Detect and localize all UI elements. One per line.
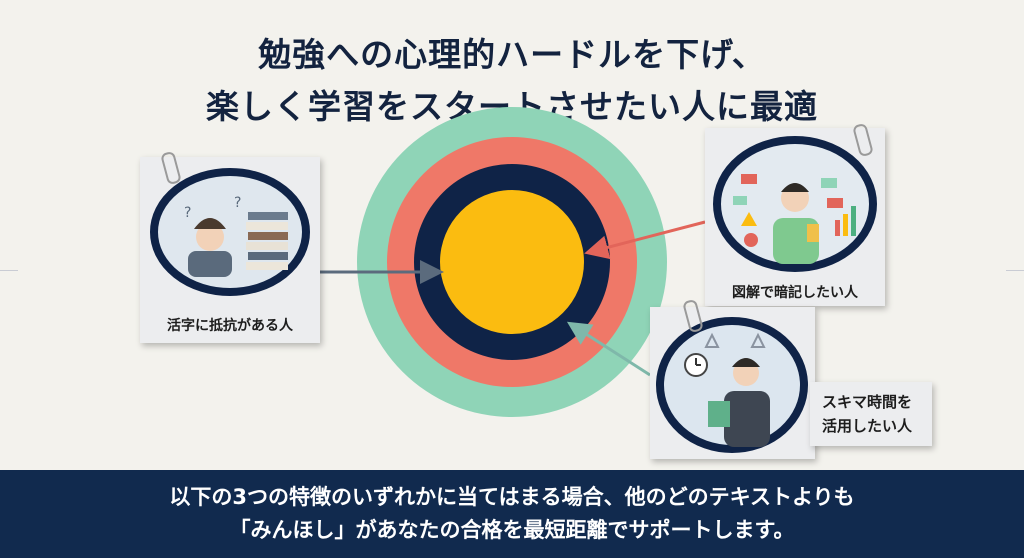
divider-left: [0, 270, 18, 271]
banner-line-2: 「みんほし」があなたの合格を最短距離でサポートします。: [229, 518, 795, 542]
title-line-1: 勉強への心理的ハードルを下げ、: [258, 35, 766, 74]
arrow-bottom-right: [566, 321, 651, 377]
card-diagram-learner: 図解で暗記したい人: [705, 128, 885, 306]
divider-right: [1006, 270, 1024, 271]
card-label-line-1: スキマ時間を: [822, 393, 913, 411]
commuter-reading-on-train-icon: [656, 317, 808, 453]
card-label-line-2: 活用したい人: [822, 417, 913, 435]
card-text-averse: ?? 活字に抵抗がある人: [140, 157, 320, 343]
svg-text:?: ?: [234, 195, 241, 211]
banner-line-1: 以下の3つの特徴のいずれかに当てはまる場合、他のどのテキストよりも: [169, 485, 855, 509]
bottom-banner: 以下の3つの特徴のいずれかに当てはまる場合、他のどのテキストよりも 「みんほし」…: [0, 470, 1024, 558]
card-label: 図解で暗記したい人: [732, 285, 858, 301]
stressed-student-with-books-icon: ??: [150, 168, 310, 296]
svg-text:?: ?: [184, 205, 191, 221]
card-spare-time-learner: [650, 307, 815, 459]
card-label: 活字に抵抗がある人: [167, 318, 293, 334]
target-core: [440, 190, 584, 334]
student-with-diagrams-icon: [713, 136, 877, 272]
arrow-top-right: [584, 220, 706, 260]
card-label-box: スキマ時間を 活用したい人: [810, 382, 932, 446]
